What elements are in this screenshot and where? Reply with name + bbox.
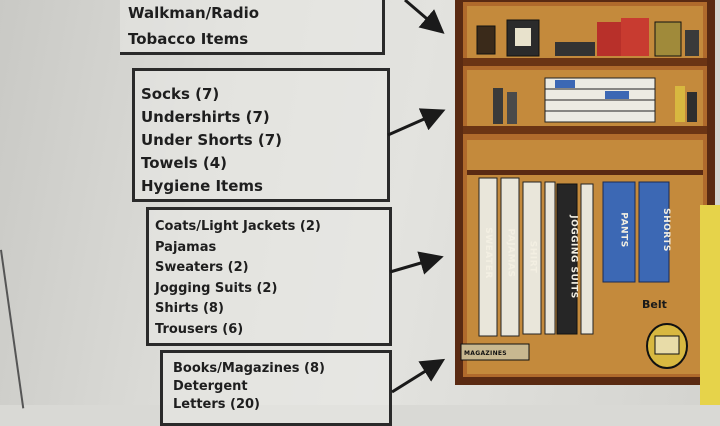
list-item-shelf-two: Under Shorts (7) [141,131,283,149]
bottle-icon [493,88,503,124]
hanger-white-5 [580,183,594,335]
label-magazines: MAGAZINES [464,350,507,357]
list-item-shelf-two: Socks (7) [141,85,220,103]
hanger-white-4 [544,181,556,335]
top-shelf-board [463,58,707,66]
hygiene-bottle-icon-2 [687,92,697,122]
label-jogging: JOGGING SUITS [568,215,579,299]
list-item-shelf-two: Undershirts (7) [141,108,270,126]
list-item-hanging: Trousers (6) [155,321,244,337]
list-item-hanging: Coats/Light Jackets (2) [155,219,321,234]
label-shirt: SHIRT [527,240,538,274]
label-pants: PANTS [618,212,629,248]
hanger-shirt [522,181,542,335]
list-item-shelf-two: Towels (4) [141,154,228,172]
list-item-bottom: Detergent [173,379,248,394]
list-item-hanging: Jogging Suits (2) [155,280,278,296]
yellow-panel-edge [700,205,720,405]
list-item-hanging: Sweaters (2) [155,260,249,275]
arrow-electronics [404,0,445,34]
pointer-arrows [387,0,446,394]
hanging-rod [467,170,703,175]
arrow-shelf-two [387,108,446,137]
red-box-icon [597,22,621,56]
hanger-pants [602,181,636,283]
magazines-box [460,343,530,361]
hygiene-bottle-icon [675,86,685,122]
list-item-electronics: Tobacco Items [128,30,249,48]
hanger-shorts [638,181,670,283]
hanger-sweater [478,177,498,337]
list-item-electronics: Walkman/Radio [128,4,260,22]
list-item-hanging: Pajamas [155,239,217,255]
tray-icon [555,42,595,56]
jar-icon [476,25,496,55]
label-belt: Belt [642,298,667,311]
list-item-shelf-two: Hygiene Items [141,177,263,195]
hanger-jogging [556,183,578,335]
label-pajamas: PAJAMAS [505,228,516,278]
bottle-icon-2 [507,92,517,124]
label-sweater: SWEATER [482,227,493,279]
arrow-bottom [391,358,446,394]
arrow-hanging [389,251,444,275]
label-shorts: SHORTS [660,208,671,252]
canister-icon [654,21,682,57]
list-item-hanging: Shirts (8) [155,301,224,316]
red-box-icon-2 [621,18,649,56]
locker-illustration [455,0,715,385]
second-shelf-board [463,126,707,134]
list-item-bottom: Books/Magazines (8) [173,361,325,376]
hanger-pajamas [500,177,520,337]
